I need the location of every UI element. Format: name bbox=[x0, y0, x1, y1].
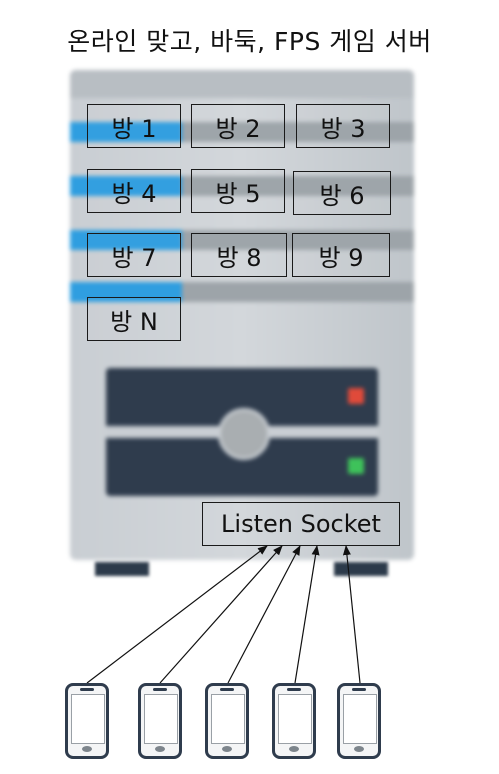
room-box-5: 방 5 bbox=[191, 169, 285, 213]
power-knob-icon bbox=[218, 408, 270, 460]
green-led-icon bbox=[348, 458, 364, 474]
room-box-4: 방 4 bbox=[87, 169, 181, 213]
room-box-1: 방 1 bbox=[87, 104, 181, 148]
smartphone-icon bbox=[65, 683, 109, 759]
room-box-2: 방 2 bbox=[191, 104, 285, 148]
connection-arrow bbox=[294, 545, 320, 684]
room-box-9: 방 9 bbox=[292, 233, 390, 277]
smartphone-icon bbox=[138, 683, 182, 759]
room-box-3: 방 3 bbox=[296, 104, 390, 148]
smartphone-icon bbox=[205, 683, 249, 759]
room-box-8: 방 8 bbox=[191, 233, 287, 277]
connection-arrow bbox=[342, 545, 361, 684]
server-stripe bbox=[70, 176, 414, 196]
server-foot bbox=[95, 562, 149, 576]
smartphone-icon bbox=[337, 683, 381, 759]
connection-arrow bbox=[86, 545, 268, 684]
smartphone-icon bbox=[272, 683, 316, 759]
server-stripe bbox=[70, 230, 414, 250]
server-tower-illustration bbox=[70, 70, 414, 560]
listen-socket-box: Listen Socket bbox=[202, 502, 400, 546]
server-stripe bbox=[70, 122, 414, 142]
diagram-title: 온라인 맞고, 바둑, FPS 게임 서버 bbox=[67, 27, 432, 56]
room-box-6: 방 6 bbox=[293, 171, 391, 215]
red-led-icon bbox=[348, 388, 364, 404]
connection-arrow bbox=[227, 545, 301, 684]
room-box-n: 방 N bbox=[87, 297, 181, 341]
connection-arrow bbox=[159, 545, 283, 684]
room-box-7: 방 7 bbox=[87, 233, 181, 277]
